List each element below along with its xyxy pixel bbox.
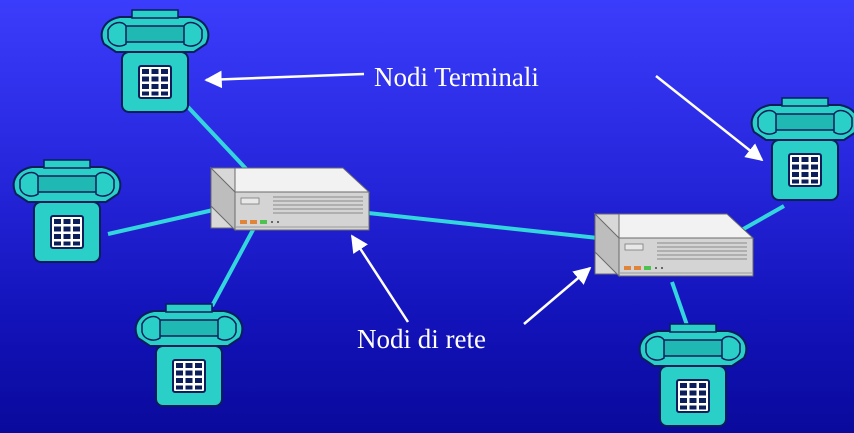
telephone-icon <box>12 159 122 263</box>
phone-2 <box>12 159 122 263</box>
network-nodes-label: Nodi di rete <box>357 324 486 354</box>
arrows-group <box>204 70 764 325</box>
terminal-nodes-label: Nodi Terminali <box>374 62 539 92</box>
link-phone5-switch2 <box>670 281 690 329</box>
arrow-terminal-to-phone1 <box>204 70 365 89</box>
link-phone3-switch1 <box>210 227 256 307</box>
telephone-icon <box>134 303 244 407</box>
arrow-network-to-switch1 <box>350 234 410 323</box>
switch-2 <box>594 213 754 277</box>
arrow-terminal-to-phone4 <box>655 75 764 162</box>
link-switch1-switch2 <box>367 211 599 240</box>
link-phone1-switch1 <box>186 105 252 175</box>
phone-1 <box>100 9 210 113</box>
switch-1 <box>210 167 370 231</box>
network-switch-icon <box>594 213 754 277</box>
arrow-network-to-switch2 <box>523 266 592 325</box>
network-switch-icon <box>210 167 370 231</box>
phone-4 <box>750 97 854 201</box>
phone-3 <box>134 303 244 407</box>
phone-5 <box>638 323 748 427</box>
links-group <box>107 105 785 329</box>
telephone-icon <box>638 323 748 427</box>
link-phone2-switch1 <box>107 206 223 236</box>
telephone-icon <box>100 9 210 113</box>
telephone-icon <box>750 97 854 201</box>
